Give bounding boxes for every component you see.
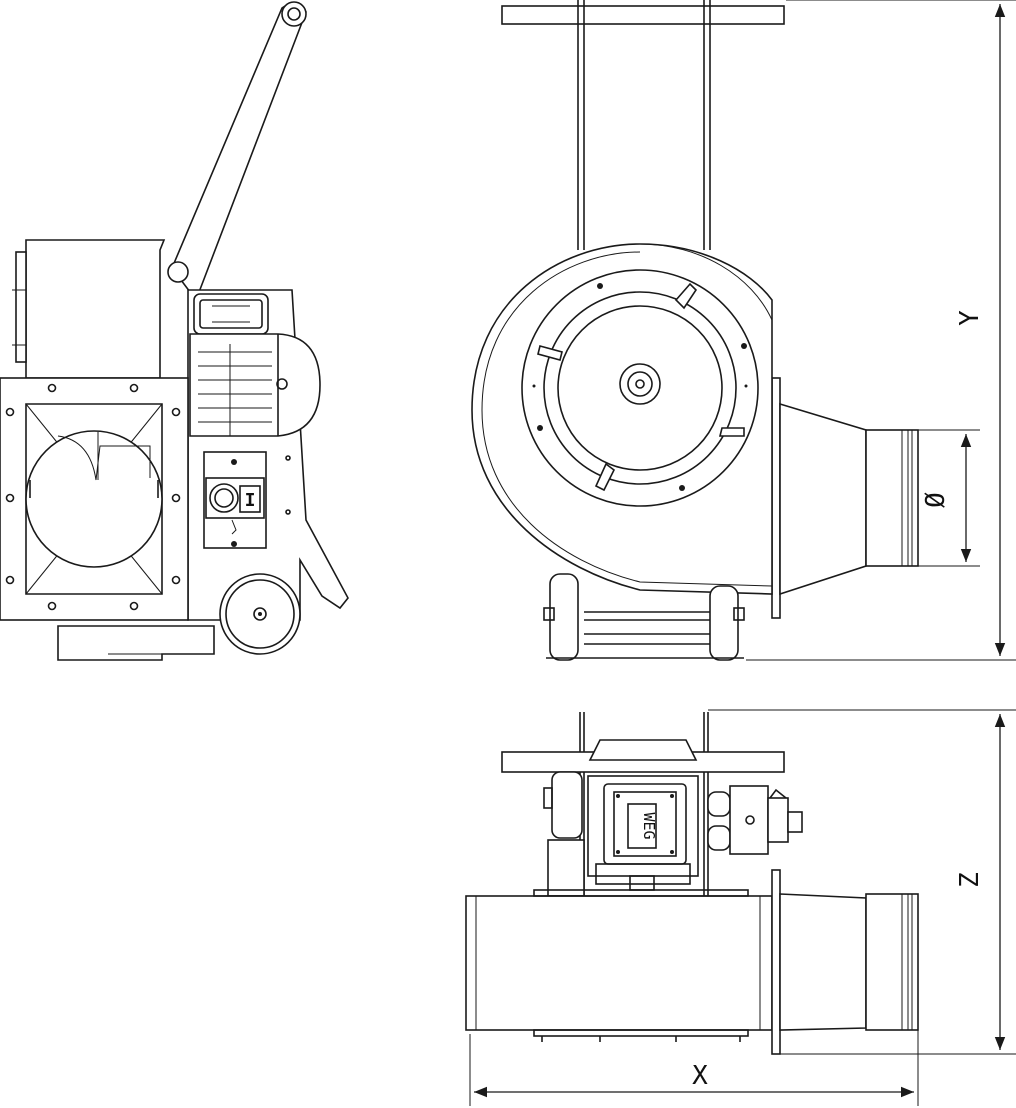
handle-arm — [167, 1, 307, 302]
outlet-duct — [771, 377, 919, 619]
dimension-x-label: X — [692, 1061, 708, 1091]
front-view — [471, 0, 919, 661]
front-wheels — [543, 573, 745, 661]
switch-box: I — [203, 451, 291, 549]
rotary-switch-icon — [209, 483, 239, 513]
motor-top: WEG — [587, 739, 699, 891]
wheel — [219, 573, 301, 655]
motor-terminal-box — [193, 293, 269, 335]
fan-body — [465, 889, 773, 1042]
side-view: I — [0, 1, 349, 661]
dimension-diameter-label: Ø — [921, 492, 951, 508]
motor-body — [189, 333, 321, 437]
outlet-duct-top — [771, 869, 919, 1055]
cable-gland — [707, 785, 803, 855]
inlet-flange — [0, 377, 189, 621]
base-foot — [57, 625, 215, 661]
dimension-y-label: Y — [955, 310, 985, 326]
top-view: WEG — [465, 712, 919, 1055]
switch-on-symbol: I — [245, 490, 256, 511]
dimension-lines: Y Ø Z X — [469, 0, 1016, 1106]
inlet-ring — [521, 269, 759, 507]
dimension-z-label: Z — [955, 872, 985, 888]
motor-brand-badge: WEG — [640, 812, 658, 839]
